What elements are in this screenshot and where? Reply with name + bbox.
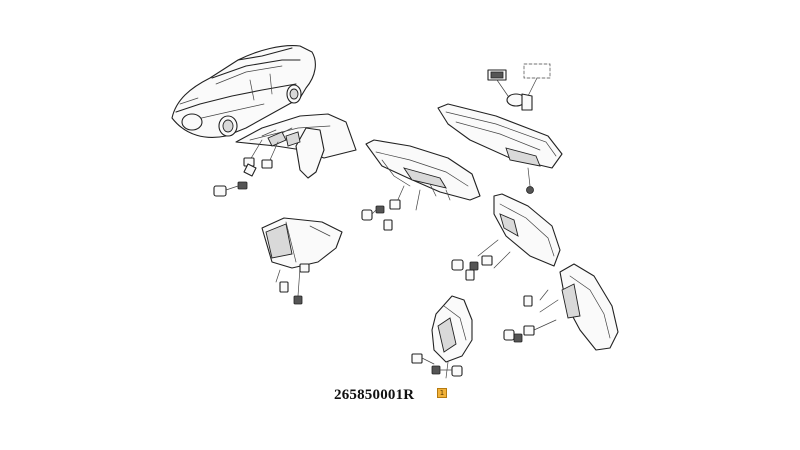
side-lamp-right [451,193,561,281]
callout-marker[interactable]: 1 [437,388,447,398]
headlamp-assembly [235,113,357,179]
car-icon [171,45,316,138]
rear-lamp-lower-right [503,263,619,351]
tail-lamp-upper-right [437,103,563,194]
fog-lamp-left [261,217,343,305]
rear-lamp-centre [365,139,481,201]
bulb-socket-upper-left [213,139,279,197]
bulb-icon [487,63,551,111]
indicator-lamp-lower [411,295,473,379]
bulb-socket-centre [361,185,421,231]
part-number-label: 265850001R [334,387,415,403]
